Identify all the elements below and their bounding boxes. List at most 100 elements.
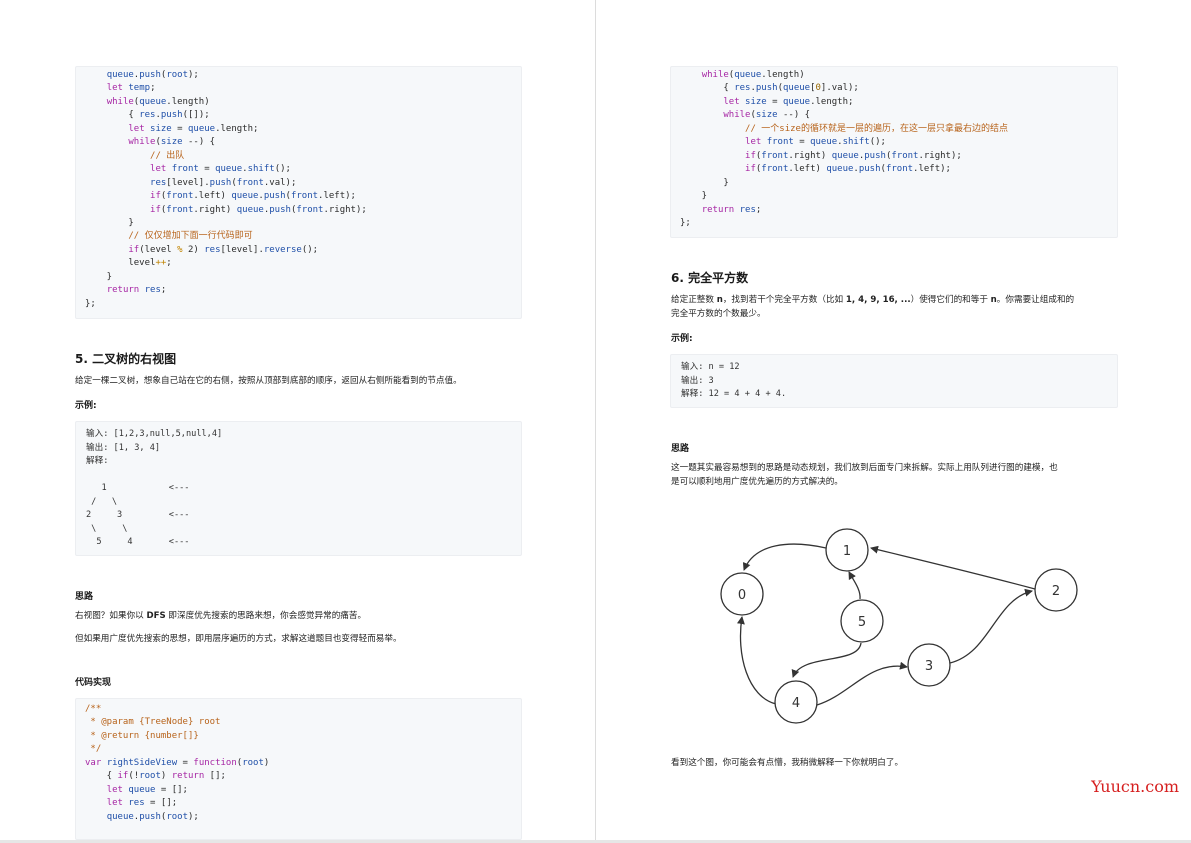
code-token: temp [128, 83, 151, 94]
code-token: --) { [182, 137, 216, 148]
thinking-paragraph-1: 右视图？如果你以 DFS 即深度优先搜索的思路来想，你会感觉异常的痛苦。 [75, 609, 366, 623]
code-token: % [177, 244, 183, 255]
code-token: = [171, 123, 188, 134]
example-line: \ \ [86, 523, 128, 534]
code-token: front [766, 137, 794, 148]
code-line: let front = queue.shift(); [680, 136, 886, 149]
code-token: [ [810, 83, 816, 94]
graph-node-2 [1034, 568, 1078, 612]
code-token: { [680, 83, 735, 94]
thinking-label-right: 思路 [671, 444, 690, 454]
code-token: let [106, 798, 123, 809]
code-token: .right); [323, 204, 367, 215]
code-token: ( [160, 811, 167, 822]
code-token: size [745, 96, 767, 107]
code-token: return [106, 285, 140, 296]
code-token: queue [139, 96, 167, 107]
code-token [680, 151, 745, 161]
code-token: if [128, 244, 140, 255]
code-token: front [891, 150, 919, 161]
code-token: return [701, 204, 735, 215]
code-line: } [680, 177, 729, 190]
thinking-p1-text-a: 右视图？如果你以 [75, 611, 147, 621]
code-token: . [837, 137, 843, 148]
code-token: .left) [788, 164, 827, 175]
code-token: [level]. [220, 244, 264, 255]
code-token: front [236, 177, 264, 188]
s6-bold-n2: n [990, 295, 997, 305]
code-token: . [258, 191, 264, 202]
thinking-p1-text-b: 即深度优先搜索的思路来想，你会感觉异常的痛苦。 [165, 611, 367, 621]
section-6-description-line-2: 完全平方数的个数最少。 [671, 309, 766, 319]
thinking-paragraph-2: 但如果用广度优先搜索的思想，即用层序遍历的方式，求解这道题目也变得轻而易举。 [75, 634, 402, 644]
code-line: let res = []; [85, 797, 177, 810]
code-line: if(front.right) queue.push(front.right); [680, 150, 962, 163]
code-token [85, 137, 128, 147]
code-token [85, 285, 107, 295]
code-line: */ [85, 743, 101, 756]
watermark: Yuucn.com [1091, 777, 1179, 796]
s6-text-c: ，找到若干个完全平方数（比如 [722, 295, 846, 305]
code-token: res [734, 83, 751, 94]
code-token: } [680, 177, 729, 188]
code-line: level++; [85, 257, 171, 270]
code-token: ; [755, 204, 762, 215]
code-token [680, 137, 745, 147]
code-token: ( [728, 70, 735, 80]
code-token: * @return {number[]} [85, 730, 199, 741]
code-token: front [290, 191, 319, 202]
code-token: []; [204, 771, 226, 782]
code-token: // 一个size的循环就是一层的遍历，在这一层只拿最右边的结点 [745, 123, 1008, 134]
code-token [85, 785, 107, 795]
code-token: let [723, 96, 740, 107]
code-token: let [745, 137, 762, 148]
code-line: res[level].push(front.val); [85, 177, 296, 190]
graph-node-5-label: 5 [858, 615, 866, 630]
code-token: ++ [155, 258, 167, 269]
code-token: push [269, 204, 291, 215]
code-token: queue [734, 70, 762, 80]
s6-bold-squares: 1, 4, 9, 16, ... [845, 295, 911, 305]
code-line: // 一个size的循环就是一层的遍历，在这一层只拿最右边的结点 [680, 123, 1008, 136]
code-token: . [853, 164, 859, 175]
code-line: while(queue.length) [680, 69, 805, 82]
code-line: if(front.left) queue.push(front.left); [85, 190, 356, 203]
s6-text-a: 给定正整数 [671, 295, 717, 305]
code-token: res [144, 285, 161, 296]
code-token: root [166, 811, 188, 822]
code-token: . [133, 70, 140, 80]
code-token: let [128, 123, 145, 134]
code-token: .length; [810, 96, 854, 107]
code-token: size [160, 137, 183, 148]
example-block-right-view: 输入: [1,2,3,null,5,null,4]输出: [1, 3, 4]解释… [75, 421, 522, 556]
code-token: queue [826, 164, 854, 175]
code-token: front [761, 150, 789, 161]
code-token: queue [782, 83, 811, 94]
code-token: { [85, 110, 140, 121]
code-line: * @return {number[]} [85, 730, 199, 743]
code-token: = [198, 164, 216, 175]
code-line: return res; [680, 204, 762, 217]
code-token: front [761, 164, 789, 175]
code-token: // 仅仅增加下面一行代码即可 [128, 231, 253, 242]
code-token: root [242, 757, 264, 768]
code-token: ) [160, 771, 172, 782]
example-line: 输出: [1, 3, 4] [86, 442, 161, 453]
closing-paragraph: 看到这个图，你可能会有点懵，我稍微解释一下你就明白了。 [671, 758, 904, 768]
code-token: let [150, 164, 167, 175]
code-block-level-order-zigzag: queue.push(root); let temp; while(queue.… [75, 66, 522, 319]
code-token: while [106, 96, 134, 107]
code-token: /** [85, 704, 102, 714]
code-token: . [133, 811, 140, 822]
code-token: .right); [918, 150, 962, 161]
code-token: } [680, 191, 708, 202]
page-divider [595, 0, 596, 843]
code-token: ; [150, 83, 156, 94]
code-token: queue [231, 191, 259, 202]
code-token: . [750, 83, 756, 94]
code-token: queue [783, 96, 811, 107]
code-token [85, 231, 128, 241]
code-token: ( [880, 164, 886, 175]
example-text-right-view: 输入: [1,2,3,null,5,null,4]输出: [1, 3, 4]解释… [86, 428, 222, 550]
code-token [680, 124, 745, 134]
